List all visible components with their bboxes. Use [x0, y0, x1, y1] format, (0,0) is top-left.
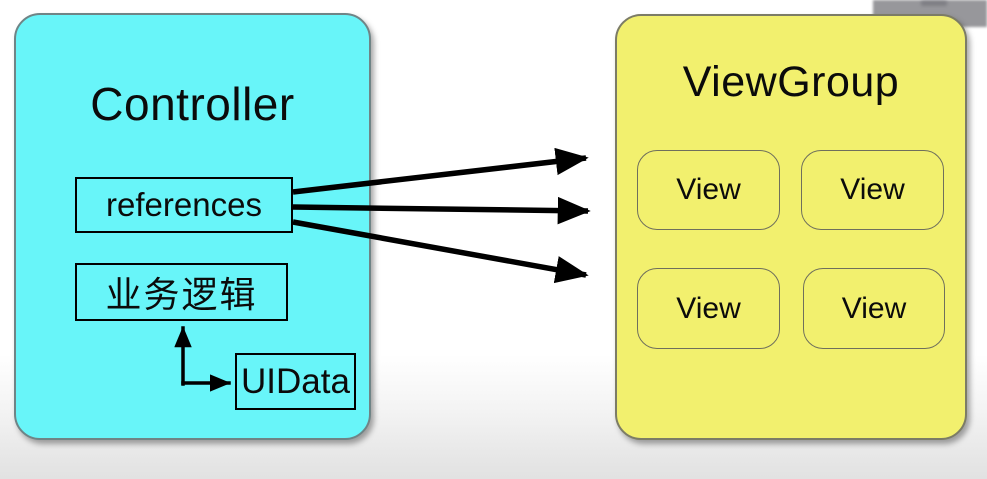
controller-panel: Controller references 业务逻辑 UIData [14, 13, 371, 440]
controller-title: Controller [90, 78, 295, 130]
viewgroup-panel: ViewGroup View View View View [615, 14, 967, 440]
viewgroup-title: ViewGroup [682, 58, 900, 106]
view-box-top-left: View [637, 150, 780, 230]
overlay-glyph-icon [921, 0, 947, 6]
business-logic-label: 业务逻辑 [105, 274, 258, 315]
view-box-top-right: View [801, 150, 944, 230]
references-box: references [75, 177, 293, 233]
business-logic-box: 业务逻辑 [75, 263, 288, 321]
uidata-box: UIData [235, 353, 356, 410]
view-label: View [676, 173, 741, 206]
view-label: View [840, 173, 905, 206]
references-label: references [106, 186, 262, 223]
view-box-bottom-left: View [637, 268, 780, 349]
view-box-bottom-right: View [803, 268, 945, 349]
uidata-label: UIData [241, 361, 350, 401]
view-label: View [841, 291, 907, 325]
view-label: View [676, 291, 741, 325]
